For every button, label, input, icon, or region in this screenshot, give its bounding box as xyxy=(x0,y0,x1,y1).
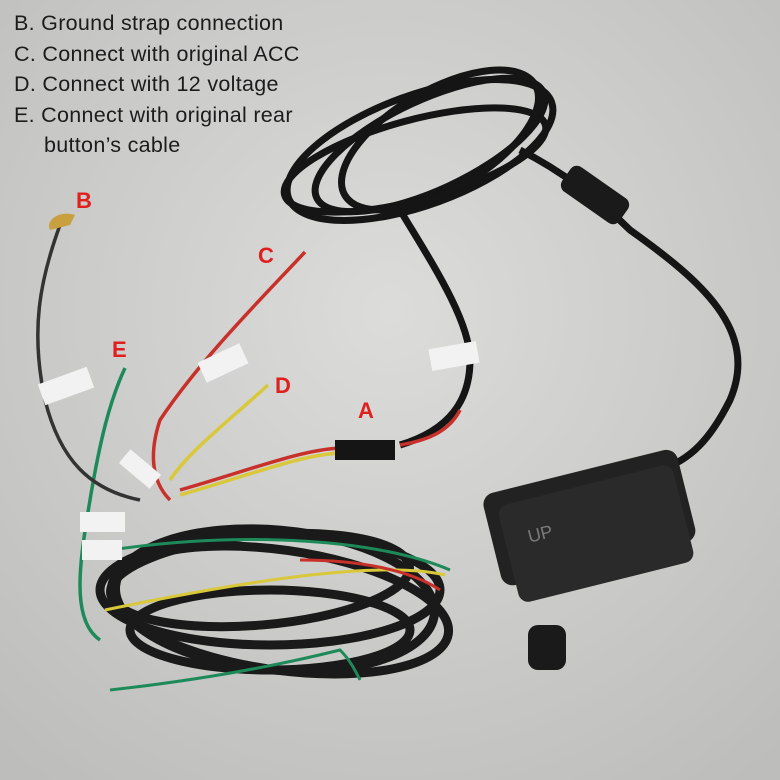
yellow-wire xyxy=(168,383,270,481)
wire-tag xyxy=(80,512,125,532)
wire-tag xyxy=(428,340,480,372)
marker-e: E xyxy=(112,337,127,362)
connector-a xyxy=(335,440,395,460)
legend-item-d: D. Connect with 12 voltage xyxy=(14,72,279,96)
wire-tag xyxy=(118,449,162,489)
marker-a: A xyxy=(358,398,374,423)
cable-connector xyxy=(560,165,630,225)
harness-lead xyxy=(179,446,341,492)
legend-item-b: B. Ground strap connection xyxy=(14,11,284,35)
ground-lug xyxy=(49,213,75,230)
wire-tag xyxy=(37,366,95,406)
control-module xyxy=(483,449,696,602)
legend-item-e-cont: button’s cable xyxy=(44,133,181,157)
rubber-cap xyxy=(528,625,566,670)
marker-d: D xyxy=(275,373,291,398)
legend-item-c: C. Connect with original ACC xyxy=(14,41,300,66)
wire-tag xyxy=(197,343,249,383)
wire-tag xyxy=(82,540,122,560)
green-wire xyxy=(78,367,127,642)
marker-c: C xyxy=(258,243,274,268)
wire-harness-coil xyxy=(95,524,454,679)
harness-lead-2 xyxy=(179,451,341,497)
legend-item-e: E. Connect with original rear xyxy=(14,102,293,127)
marker-b: B xyxy=(76,188,92,213)
legend: B. Ground strap connection C. Connect wi… xyxy=(14,8,300,161)
